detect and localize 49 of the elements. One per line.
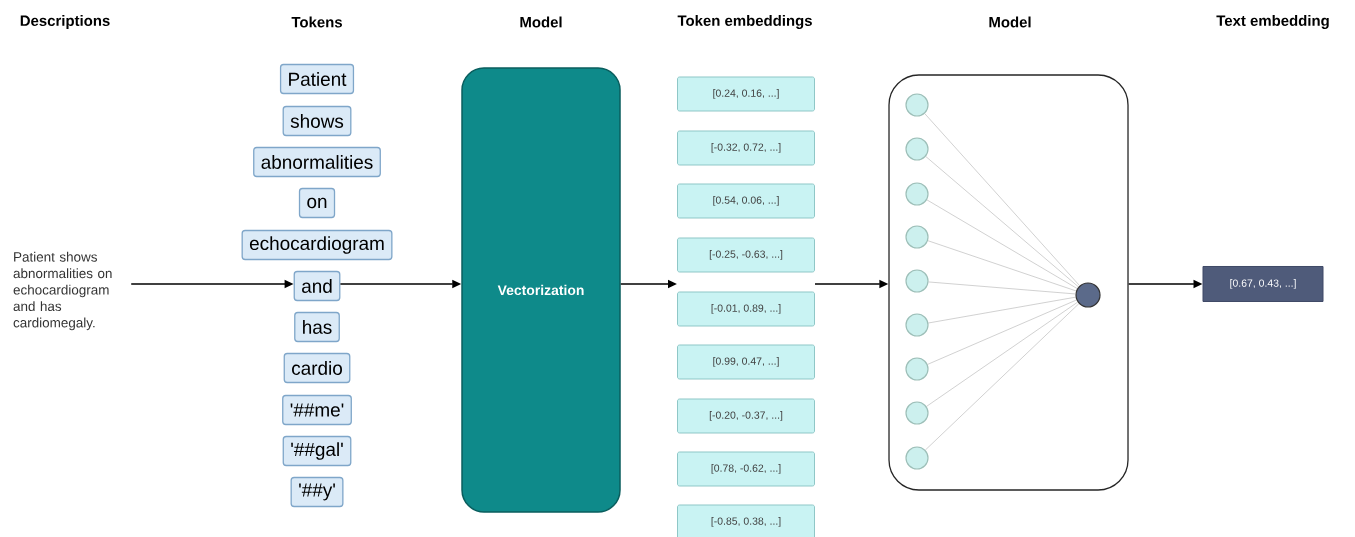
neuron-circle bbox=[905, 269, 929, 293]
connection-line bbox=[928, 281, 1076, 295]
neuron-circle bbox=[905, 313, 929, 337]
column-heading: Tokens bbox=[291, 16, 342, 28]
connection-line bbox=[927, 240, 1077, 292]
embedding-box: [0.24, 0.16, ...] bbox=[677, 76, 815, 112]
neuron-circle bbox=[905, 137, 929, 161]
token-box: Patient bbox=[279, 63, 355, 95]
neuron-circle bbox=[905, 93, 929, 117]
model-box bbox=[888, 74, 1129, 491]
column-heading: Token embeddings bbox=[677, 15, 812, 29]
connection-line bbox=[926, 301, 1078, 407]
embedding-box: [-0.85, 0.38, ...] bbox=[677, 504, 815, 537]
embedding-box: [0.78, -0.62, ...] bbox=[677, 451, 815, 487]
column-heading: Text embedding bbox=[1216, 15, 1329, 29]
token-box: and bbox=[293, 270, 341, 302]
neuron-circle bbox=[905, 357, 929, 381]
connection-line bbox=[925, 156, 1079, 288]
connection-line bbox=[925, 303, 1080, 451]
token-box: shows bbox=[282, 105, 352, 137]
embedding-box: [0.99, 0.47, ...] bbox=[677, 344, 815, 380]
neuron-circle bbox=[905, 225, 929, 249]
output-neuron bbox=[1075, 282, 1101, 308]
token-box: abnormalities bbox=[253, 146, 381, 178]
column-heading: Descriptions bbox=[20, 15, 110, 29]
description-text: Patient shows abnormalities on echocardiogram and has cardiomegaly. bbox=[13, 251, 112, 331]
embedding-box: [-0.32, 0.72, ...] bbox=[677, 130, 815, 166]
connection-line bbox=[928, 296, 1076, 324]
token-box: cardio bbox=[283, 352, 351, 384]
column-heading: Model bbox=[989, 16, 1031, 28]
connection-line bbox=[926, 199, 1078, 289]
token-box: '##y' bbox=[290, 476, 344, 508]
token-box: '##gal' bbox=[282, 435, 352, 467]
neuron-circle bbox=[905, 182, 929, 206]
embedding-box: [-0.20, -0.37, ...] bbox=[677, 398, 815, 434]
embedding-box: [-0.01, 0.89, ...] bbox=[677, 291, 815, 327]
embedding-box: [-0.25, -0.63, ...] bbox=[677, 237, 815, 273]
token-box: has bbox=[294, 311, 340, 343]
connection-line bbox=[927, 299, 1077, 365]
embedding-box: [0.54, 0.06, ...] bbox=[677, 183, 815, 219]
column-heading: Model bbox=[520, 16, 562, 28]
token-box: on bbox=[298, 187, 336, 219]
output-box: [0.67, 0.43, ...] bbox=[1202, 266, 1324, 302]
vectorization-box: Vectorization bbox=[461, 67, 621, 513]
token-box: echocardiogram bbox=[241, 229, 393, 261]
token-box: '##me' bbox=[282, 394, 352, 426]
neuron-circle bbox=[905, 401, 929, 425]
connection-line bbox=[924, 113, 1080, 286]
neuron-circle bbox=[905, 446, 929, 470]
